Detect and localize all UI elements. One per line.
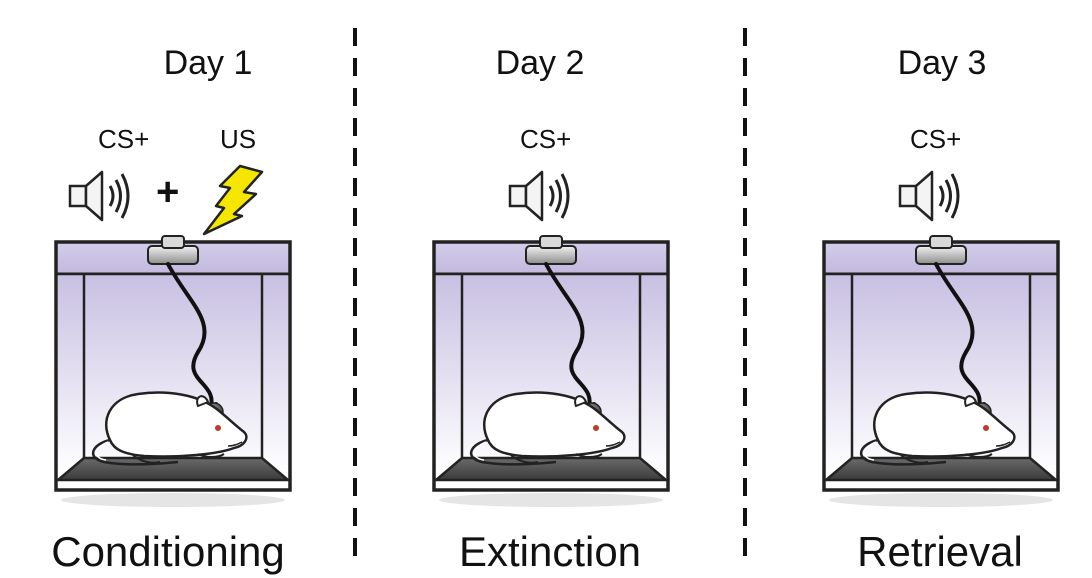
speaker-icon (68, 168, 138, 224)
panel-day-2: Day 2 CS+ Extinction (426, 0, 786, 578)
panel-day-1: Day 1 CS+ US + Conditioning (48, 0, 408, 578)
day-2-title: Day 2 (495, 44, 585, 82)
panel-day-3: Day 3 CS+ Retrieval (816, 0, 1092, 578)
phase-label-conditioning: Conditioning (51, 528, 285, 575)
phase-label-retrieval: Retrieval (857, 528, 1023, 575)
us-label: US (220, 124, 257, 154)
cs-plus-label: CS+ (98, 124, 150, 154)
chamber-icon (48, 232, 298, 512)
chamber-icon (816, 232, 1066, 512)
dashed-divider-1 (353, 28, 357, 568)
speaker-icon (898, 168, 968, 224)
speaker-icon (508, 168, 578, 224)
day-1-title: Day 1 (163, 44, 253, 82)
dashed-divider-2 (743, 28, 747, 568)
chamber-icon (426, 232, 676, 512)
plus-sign: + (156, 170, 180, 214)
cs-plus-label: CS+ (910, 124, 962, 154)
phase-label-extinction: Extinction (458, 528, 642, 575)
lightning-bolt-icon (200, 164, 270, 236)
cs-plus-label: CS+ (520, 124, 572, 154)
day-3-title: Day 3 (897, 44, 987, 82)
